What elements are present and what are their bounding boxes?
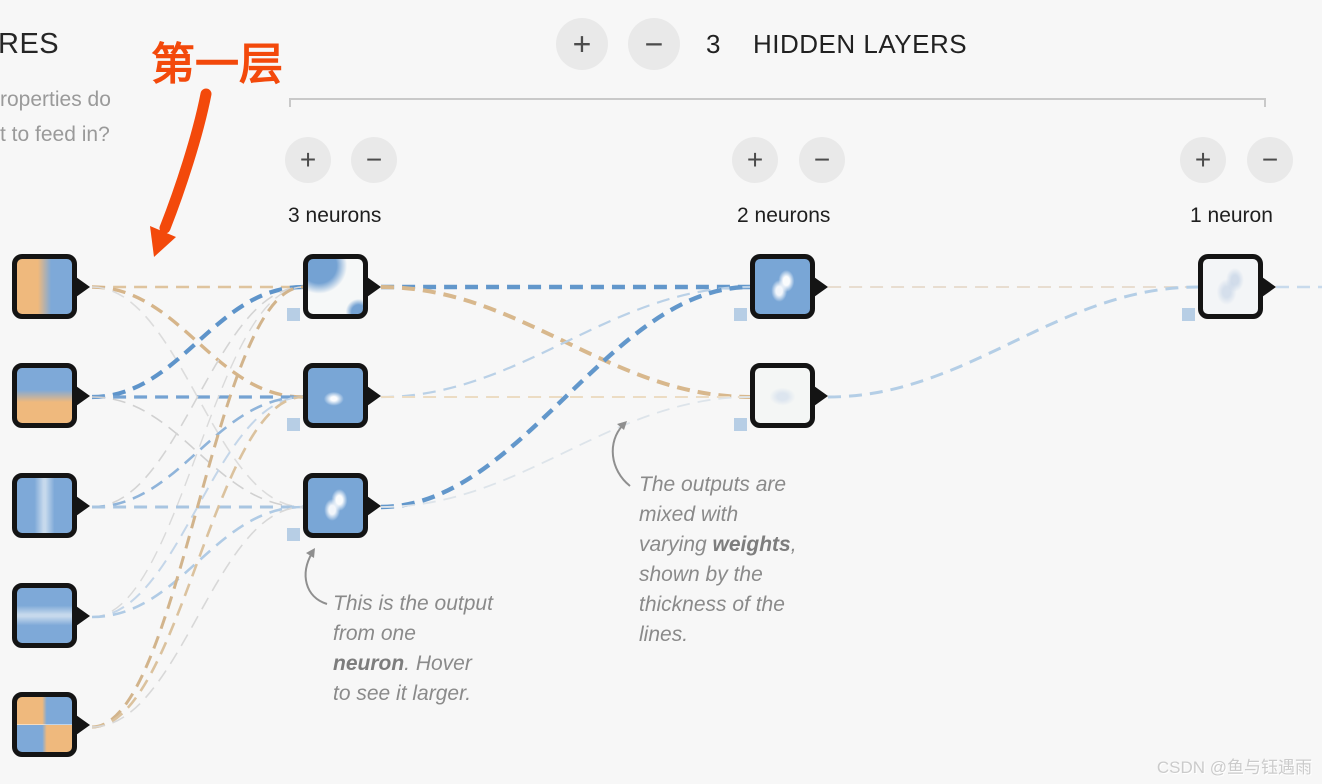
feature-x1x2-thumbnail[interactable] <box>12 692 90 757</box>
weight-line[interactable] <box>91 505 304 619</box>
layer1-neuron2-thumbnail[interactable] <box>303 363 381 428</box>
weight-line[interactable] <box>827 285 1199 399</box>
weights-note-line5: thickness of the <box>639 593 785 616</box>
layer2-remove-neuron-button[interactable]: − <box>799 137 845 183</box>
weights-note-line2: mixed with <box>639 503 739 526</box>
layer1-neuron3-bias[interactable] <box>287 528 300 541</box>
neuron-note-line4: to see it larger. <box>333 682 472 705</box>
layer2-neuron1-thumbnail[interactable] <box>750 254 828 319</box>
weight-line[interactable] <box>91 284 304 400</box>
neuron-note-line2: from one <box>333 622 416 645</box>
features-question-line1: roperties do <box>0 88 111 111</box>
weights-note-callout: The outputs are mixed with varying weigh… <box>639 470 849 650</box>
layer3-add-neuron-button[interactable]: + <box>1180 137 1226 183</box>
weights-note-arrowhead <box>617 421 627 430</box>
weight-line[interactable] <box>380 285 751 399</box>
features-heading: RES <box>0 28 60 60</box>
weights-note-line1: The outputs are <box>639 473 787 496</box>
layer3-neuron1-thumbnail[interactable] <box>1198 254 1276 319</box>
neuron-note-line1: This is the output <box>333 592 493 615</box>
layer1-neuron3-thumbnail[interactable] <box>303 473 381 538</box>
weight-line[interactable] <box>91 286 304 508</box>
layer2-neuron2-bias[interactable] <box>734 418 747 431</box>
layer3-remove-neuron-button[interactable]: − <box>1247 137 1293 183</box>
weight-line[interactable] <box>91 396 304 618</box>
layer2-neuron-count-label: 2 neurons <box>737 204 831 227</box>
feature-x1-thumbnail[interactable] <box>12 254 90 319</box>
red-annotation-arrow <box>159 88 212 234</box>
layer3-neuron-count-label: 1 neuron <box>1190 204 1273 227</box>
neuron-note-arrow <box>304 552 328 605</box>
weight-line[interactable] <box>91 286 304 618</box>
add-hidden-layer-button[interactable]: + <box>556 18 608 70</box>
layer1-neuron1-thumbnail[interactable] <box>303 254 381 319</box>
weights-note-line3-end: , <box>790 533 797 556</box>
layer1-neuron2-bias[interactable] <box>287 418 300 431</box>
neuron-note-line3: . Hover <box>404 652 472 675</box>
hidden-layers-bracket <box>289 98 1266 107</box>
weights-note-arrow <box>611 424 631 487</box>
layer1-neuron-count-label: 3 neurons <box>288 204 382 227</box>
weight-line[interactable] <box>91 395 304 509</box>
layer2-add-neuron-button[interactable]: + <box>732 137 778 183</box>
first-layer-cn-annotation: 第一层 <box>151 40 283 89</box>
layer1-add-neuron-button[interactable]: + <box>285 137 331 183</box>
layer1-neuron1-bias[interactable] <box>287 308 300 321</box>
hidden-layer-count: 3 <box>706 29 721 59</box>
weight-line[interactable] <box>91 286 304 508</box>
feature-x2sq-thumbnail[interactable] <box>12 583 90 648</box>
csdn-watermark: CSDN @鱼与钰遇雨 <box>1156 758 1312 777</box>
weights-note-line3: varying <box>639 533 713 556</box>
feature-x2-thumbnail[interactable] <box>12 363 90 428</box>
weight-line[interactable] <box>91 395 304 729</box>
layer2-neuron1-bias[interactable] <box>734 308 747 321</box>
features-question-line2: t to feed in? <box>0 123 110 146</box>
remove-hidden-layer-button[interactable]: − <box>628 18 680 70</box>
weights-note-line4: shown by the <box>639 563 763 586</box>
weight-line[interactable] <box>91 396 304 508</box>
weights-note-line6: lines. <box>639 623 689 646</box>
neuron-note-bold: neuron <box>333 652 405 675</box>
neuron-note-callout: This is the output from one neuron. Hove… <box>333 589 543 709</box>
hidden-layers-title: HIDDEN LAYERS <box>753 29 968 59</box>
weight-line[interactable] <box>91 285 304 729</box>
weight-line[interactable] <box>380 285 751 399</box>
weight-line[interactable] <box>91 285 304 399</box>
layer3-neuron1-bias[interactable] <box>1182 308 1195 321</box>
layer1-remove-neuron-button[interactable]: − <box>351 137 397 183</box>
feature-x1sq-thumbnail[interactable] <box>12 473 90 538</box>
layer2-neuron2-thumbnail[interactable] <box>750 363 828 428</box>
neuron-note-arrowhead <box>306 548 315 558</box>
red-annotation-arrowhead <box>150 226 176 257</box>
weights-note-bold: weights <box>712 533 791 556</box>
weight-line[interactable] <box>91 506 304 728</box>
